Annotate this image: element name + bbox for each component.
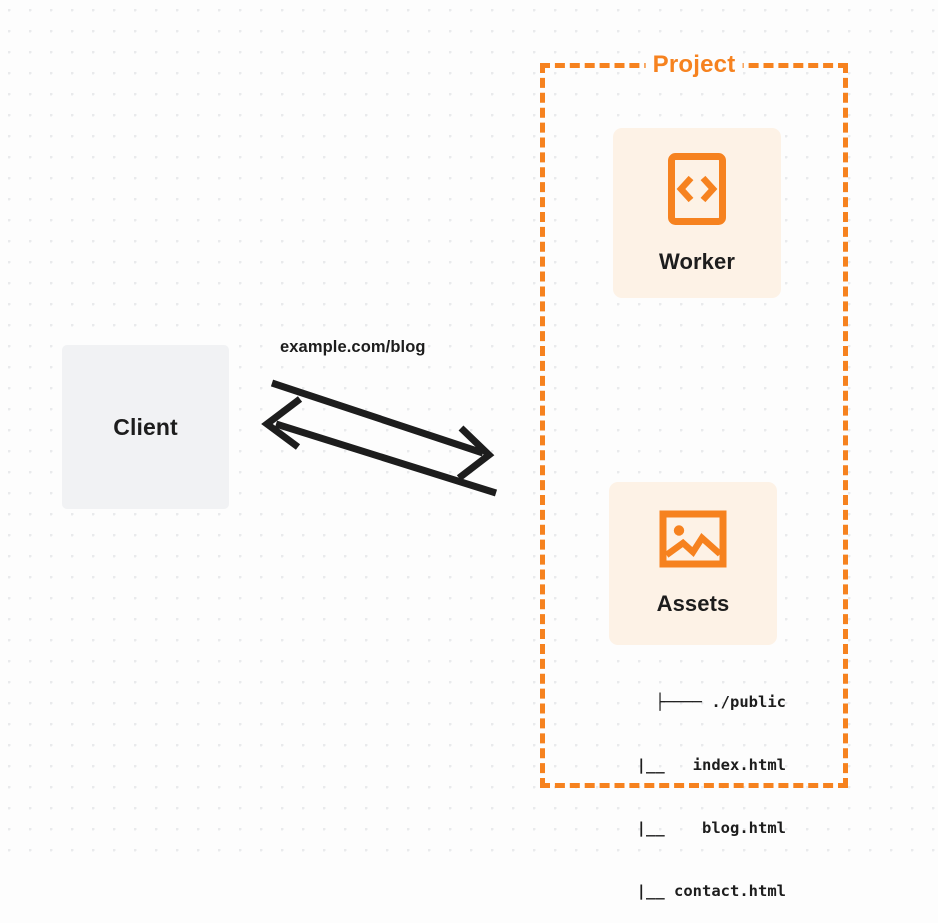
image-icon	[659, 510, 727, 573]
worker-node-label: Worker	[659, 248, 735, 274]
file-tree-row: |__ contact.html	[599, 882, 786, 900]
worker-node[interactable]: Worker	[613, 128, 781, 298]
assets-node-label: Assets	[656, 591, 730, 616]
code-brackets-icon	[667, 152, 727, 231]
project-container: Project	[540, 51, 848, 788]
assets-node[interactable]: Assets	[609, 482, 777, 645]
project-title: Project	[645, 51, 743, 79]
asset-file-tree: ├──── ./public |__ index.html |__ blog.h…	[586, 650, 786, 923]
file-tree-row: |__ index.html	[599, 756, 786, 774]
file-tree-row: |__ blog.html	[599, 819, 786, 837]
request-url-label: example.com/blog	[280, 338, 426, 356]
client-node-label: Client	[113, 413, 178, 440]
file-tree-row: ├──── ./public	[655, 693, 786, 711]
client-node[interactable]: Client	[62, 345, 229, 509]
